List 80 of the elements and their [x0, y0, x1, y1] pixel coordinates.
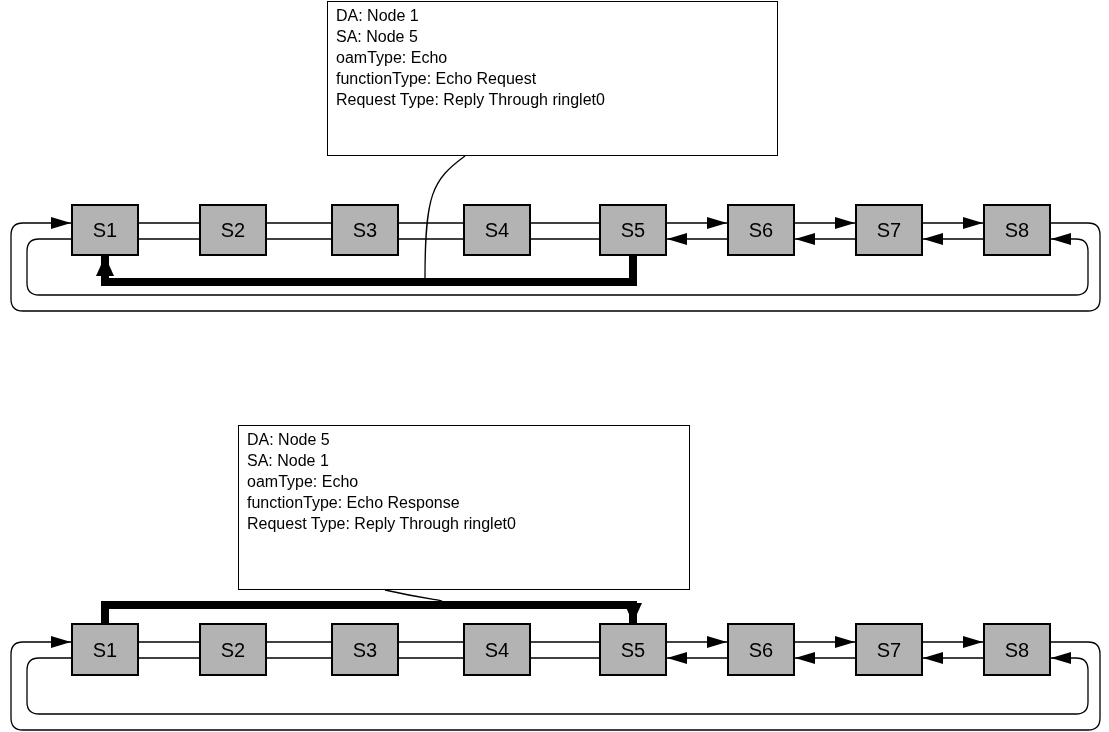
arrow — [10, 636, 1101, 731]
connector-line — [138, 222, 200, 224]
thick-arrow — [101, 601, 642, 623]
arrow — [26, 652, 1089, 715]
station-label: S1 — [92, 639, 118, 660]
station-label: S4 — [484, 639, 510, 660]
connector-line — [266, 641, 332, 643]
arrow — [922, 233, 984, 245]
connector-line — [138, 657, 200, 659]
station-box — [199, 623, 267, 676]
arrow — [794, 233, 856, 245]
station-label: S5 — [620, 220, 646, 240]
station-box — [599, 204, 667, 256]
leader-line — [384, 589, 443, 602]
arrow — [922, 217, 984, 229]
station-box — [599, 623, 667, 676]
arrow — [794, 636, 856, 648]
callout-text: SA: Node 5 — [336, 27, 419, 47]
callout-text: functionType: Echo Response — [247, 493, 461, 513]
station-box — [463, 204, 531, 256]
arrow — [666, 217, 728, 229]
station-label: S2 — [220, 220, 246, 240]
station-label: S3 — [352, 639, 378, 660]
station-box — [331, 623, 399, 676]
station-box — [983, 204, 1051, 256]
connector-line — [266, 657, 332, 659]
station-label: S7 — [876, 220, 902, 240]
connector-line — [138, 641, 200, 643]
connector-line — [398, 641, 464, 643]
station-label: S5 — [620, 639, 646, 660]
callout-text: Request Type: Reply Through ringlet0 — [336, 90, 606, 110]
arrow — [666, 233, 728, 245]
callout-text: DA: Node 1 — [336, 6, 420, 26]
connector-line — [398, 657, 464, 659]
connector-line — [398, 238, 464, 240]
connector-line — [266, 238, 332, 240]
connector-line — [138, 238, 200, 240]
station-box — [71, 623, 139, 676]
connector-line — [530, 641, 600, 643]
station-box — [983, 623, 1051, 676]
leader-line — [424, 155, 466, 279]
connector-line — [266, 222, 332, 224]
station-box — [463, 623, 531, 676]
callout-text: SA: Node 1 — [247, 451, 330, 471]
connector-line — [530, 222, 600, 224]
connector-line — [398, 222, 464, 224]
connector-line — [530, 657, 600, 659]
arrow — [922, 636, 984, 648]
station-label: S4 — [484, 220, 510, 240]
station-box — [855, 623, 923, 676]
arrow — [794, 217, 856, 229]
callout-text: functionType: Echo Request — [336, 69, 538, 89]
station-box — [71, 204, 139, 256]
callout-box — [327, 1, 778, 156]
station-label: S6 — [748, 639, 774, 660]
station-box — [331, 204, 399, 256]
arrow — [666, 652, 728, 664]
station-box — [727, 204, 795, 256]
callout-text: Request Type: Reply Through ringlet0 — [247, 514, 517, 534]
station-label: S8 — [1004, 639, 1030, 660]
arrow — [666, 636, 728, 648]
connector-line — [530, 238, 600, 240]
station-label: S6 — [748, 220, 774, 240]
station-label: S2 — [220, 639, 246, 660]
callout-text: oamType: Echo — [247, 472, 360, 492]
arrow — [26, 233, 1089, 296]
station-box — [199, 204, 267, 256]
callout-text: oamType: Echo — [336, 48, 449, 68]
callout-box — [238, 425, 690, 590]
station-label: S1 — [92, 220, 118, 240]
station-label: S8 — [1004, 220, 1030, 240]
station-label: S7 — [876, 639, 902, 660]
thick-arrow — [96, 256, 637, 286]
callout-text: DA: Node 5 — [247, 430, 331, 450]
arrow — [10, 217, 1101, 312]
station-box — [727, 623, 795, 676]
station-label: S3 — [352, 220, 378, 240]
arrow — [922, 652, 984, 664]
arrow — [794, 652, 856, 664]
station-box — [855, 204, 923, 256]
